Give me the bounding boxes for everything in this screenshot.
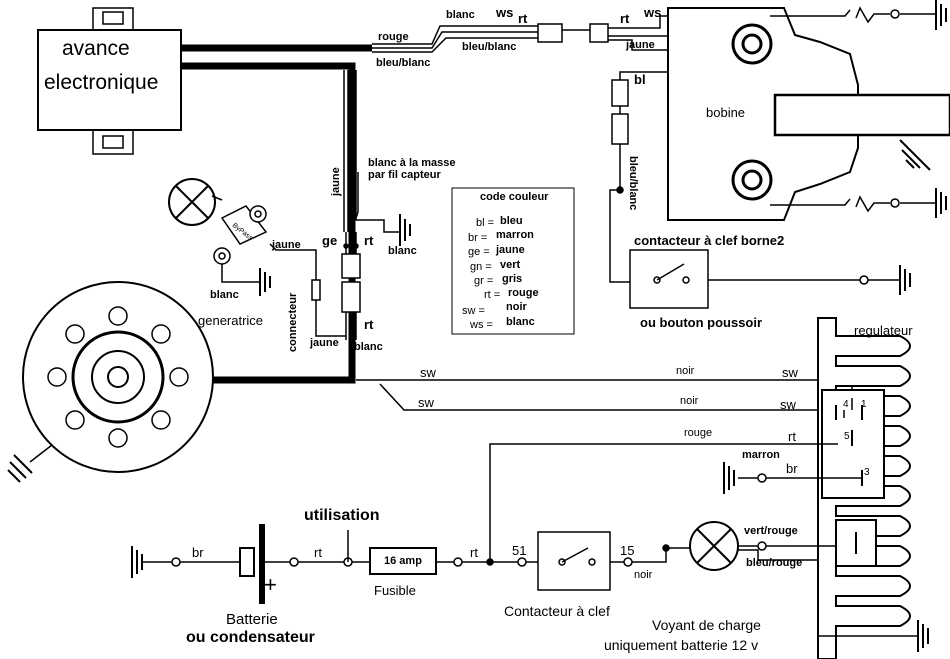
wire-blanc-lower: blanc [354, 341, 383, 353]
code-gr: gr = [474, 275, 494, 287]
bouton-poussoir-label: ou bouton poussoir [640, 315, 763, 330]
plus-sign: + [264, 572, 277, 597]
contacteur-clef-label: Contacteur à clef [504, 603, 610, 619]
voyant-label-line1: Voyant de charge [652, 617, 761, 633]
terminal-15: 15 [620, 543, 635, 558]
generatrice-label: generatrice [198, 313, 264, 328]
code-br-name: marron [496, 229, 534, 241]
wire-bleu-blanc-vertical: bleu/blanc [627, 156, 639, 211]
code-bl-name: bleu [500, 215, 523, 227]
wire-jaune-gen: jaune [272, 239, 301, 251]
connecteur-label: connecteur [287, 292, 299, 352]
wire-blanc-ground: blanc [388, 245, 417, 257]
voyant-de-charge [689, 521, 739, 571]
code-ge: ge = [468, 246, 490, 258]
wire-br-batt: br [192, 545, 204, 560]
masse-note-line1: blanc à la masse [368, 157, 456, 169]
wire-ws-top: ws [496, 5, 514, 20]
wire-noir-15: noir [634, 569, 653, 581]
wire-rt-mid: rt [364, 233, 374, 248]
avance-label-line2: electronique [44, 71, 159, 94]
code-gr-name: gris [502, 273, 523, 285]
voyant-label-line2: uniquement batterie 12 v [604, 637, 759, 653]
code-gn: gn = [470, 261, 492, 273]
wire-rt-fuse: rt [470, 545, 478, 560]
wire-noir-1: noir [676, 365, 695, 377]
wire-bl-coil: bl [634, 72, 646, 87]
reg-pin-1: 1 [861, 399, 867, 410]
wire-rt-top: rt [518, 11, 528, 26]
wire-ws-coil: ws [644, 5, 662, 20]
terminal-51: 51 [512, 543, 527, 558]
generatrice-lamp [168, 178, 271, 296]
code-bl: bl = [476, 217, 495, 229]
code-ge-name: jaune [496, 244, 525, 256]
wire-bleu-rouge: bleu/rouge [746, 557, 803, 569]
reg-pin-3: 3 [864, 467, 870, 478]
contacteur-borne2-label: contacteur à clef borne2 [634, 233, 785, 248]
wire-rouge-reg: rouge [684, 427, 713, 439]
wire-rt-reg: rt [788, 429, 796, 444]
bobine-coil [667, 7, 950, 221]
wire-blanc-top: blanc [446, 9, 475, 21]
fusible-rating: 16 amp [384, 555, 422, 567]
wire-rt-lower: rt [364, 317, 374, 332]
wire-vert-rouge: vert/rouge [744, 525, 798, 537]
flywheel [7, 281, 214, 483]
regulateur-label: regulateur [854, 323, 913, 338]
masse-note-line2: par fil capteur [368, 169, 441, 181]
wire-sw-2: sw [418, 395, 434, 410]
code-sw-name: noir [506, 301, 527, 313]
utilisation-label: utilisation [304, 507, 380, 524]
bobine-label: bobine [706, 105, 746, 120]
code-gn-name: vert [500, 259, 521, 271]
batterie-label-line2: ou condensateur [186, 629, 315, 646]
wire-blanc-gen: blanc [210, 289, 239, 301]
wire-rt-coil: rt [620, 11, 630, 26]
wire-ge: ge [322, 233, 338, 248]
wire-marron-reg: marron [742, 449, 780, 461]
avance-label-line1: avance [62, 37, 130, 60]
wire-bleu-blanc-left: bleu/blanc [376, 57, 431, 69]
wire-jaune-vertical: jaune [330, 167, 342, 196]
wire-sw-2-right: sw [780, 397, 796, 412]
code-rt-name: rouge [508, 287, 539, 299]
code-ws: ws = [470, 319, 493, 331]
wire-noir-2: noir [680, 395, 699, 407]
wire-br-reg: br [786, 461, 798, 476]
code-ws-name: blanc [506, 316, 535, 328]
code-couleur-title: code couleur [480, 191, 549, 203]
reg-pin-5: 5 [844, 431, 850, 442]
wire-jaune-coil: jaune [626, 39, 655, 51]
wire-rouge-top: rouge [378, 31, 409, 43]
wire-sw-1: sw [420, 365, 436, 380]
wire-sw-1-right: sw [782, 365, 798, 380]
avance-electronique-module [37, 7, 182, 155]
code-sw: sw = [462, 305, 485, 317]
code-rt: rt = [484, 289, 501, 301]
reg-pin-4: 4 [843, 399, 849, 410]
wire-jaune-lower: jaune [310, 337, 339, 349]
batterie-label-line1: Batterie [226, 611, 278, 628]
code-br: br = [468, 232, 488, 244]
wire-bleu-blanc-mid: bleu/blanc [462, 41, 517, 53]
regulateur [817, 317, 911, 659]
fusible-label: Fusible [374, 583, 416, 598]
wire-rt-batt: rt [314, 545, 322, 560]
